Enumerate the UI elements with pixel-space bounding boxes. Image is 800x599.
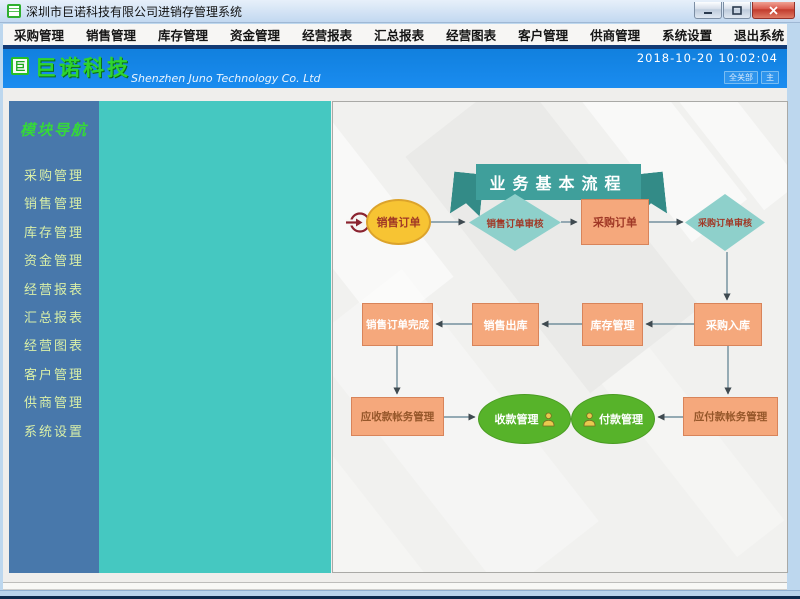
menu-suppliers[interactable]: 供商管理 xyxy=(590,28,641,43)
sidebar-item-inventory[interactable]: 库存管理 xyxy=(23,225,84,241)
flow-node-payment-mgmt: 付款管理 xyxy=(571,394,655,444)
menu-inventory[interactable]: 库存管理 xyxy=(158,28,209,43)
menu-summary-reports[interactable]: 汇总报表 xyxy=(374,28,425,43)
menu-customers[interactable]: 客户管理 xyxy=(518,28,569,43)
flow-node-receivables-mgmt: 应收款帐务管理 xyxy=(351,397,444,436)
flow-node-inventory-mgmt: 库存管理 xyxy=(582,303,643,346)
maximize-icon xyxy=(732,5,742,15)
menu-business-charts[interactable]: 经营图表 xyxy=(446,28,497,43)
menu-divider xyxy=(3,45,787,49)
content-area: 模块导航 采购管理 销售管理 库存管理 资金管理 经营报表 汇总报表 经营图表 … xyxy=(3,88,788,582)
window-bottom-border xyxy=(0,590,800,599)
menubar: 采购管理 销售管理 库存管理 资金管理 经营报表 汇总报表 经营图表 客户管理 … xyxy=(3,24,787,45)
menu-business-reports[interactable]: 经营报表 xyxy=(302,28,353,43)
logo-text: 巨诺科技 xyxy=(35,56,131,80)
sidebar-items: 采购管理 销售管理 库存管理 资金管理 经营报表 汇总报表 经营图表 客户管理 … xyxy=(9,163,99,447)
minimize-button[interactable] xyxy=(694,2,722,19)
payment-mgmt-label: 付款管理 xyxy=(599,413,643,426)
flow-node-sales-order: 销售订单 xyxy=(366,199,431,245)
person-icon xyxy=(542,412,554,426)
close-button[interactable] xyxy=(752,2,795,19)
menu-system-settings[interactable]: 系统设置 xyxy=(662,28,713,43)
flow-node-payables-mgmt: 应付款帐务管理 xyxy=(683,397,778,436)
flow-node-purchase-order: 采购订单 xyxy=(581,199,649,245)
header-band: 巨 巨诺科技 Shenzhen Juno Technology Co. Ltd … xyxy=(3,49,787,88)
banner-ribbon: 业务基本流程 xyxy=(476,164,641,200)
sidebar-item-customers[interactable]: 客户管理 xyxy=(23,367,84,383)
company-subtitle: Shenzhen Juno Technology Co. Ltd xyxy=(131,72,321,85)
titlebar: 深圳市巨诺科技有限公司进销存管理系统 xyxy=(0,0,800,23)
maximize-button[interactable] xyxy=(723,2,751,19)
status-bar xyxy=(3,582,787,590)
sidebar-item-business-reports[interactable]: 经营报表 xyxy=(23,282,84,298)
flow-node-sales-outbound: 销售出库 xyxy=(472,303,539,346)
sidebar-item-funds[interactable]: 资金管理 xyxy=(23,254,84,270)
flow-node-sales-order-complete: 销售订单完成 xyxy=(362,303,433,346)
sidebar-item-business-charts[interactable]: 经营图表 xyxy=(23,339,84,355)
header-badge-right[interactable]: 主 xyxy=(761,71,779,84)
sidebar-item-suppliers[interactable]: 供商管理 xyxy=(23,396,84,412)
flow-node-purchase-inbound: 采购入库 xyxy=(694,303,762,346)
person-icon xyxy=(583,412,596,426)
app-icon xyxy=(7,4,21,18)
window-controls xyxy=(693,2,795,19)
receipt-mgmt-label: 收款管理 xyxy=(494,413,539,426)
header-badge-left[interactable]: 全关部 xyxy=(724,71,758,84)
flowchart-panel: 业务基本流程 xyxy=(332,101,788,573)
teal-panel xyxy=(99,101,331,573)
close-icon xyxy=(769,5,778,15)
datetime-display: 2018-10-20 10:02:04 xyxy=(636,51,778,65)
sidebar-item-purchase[interactable]: 采购管理 xyxy=(23,169,84,184)
minimize-icon xyxy=(704,11,712,14)
sidebar: 模块导航 采购管理 销售管理 库存管理 资金管理 经营报表 汇总报表 经营图表 … xyxy=(9,101,99,573)
logo-icon: 巨 xyxy=(11,57,29,75)
menu-funds[interactable]: 资金管理 xyxy=(230,28,281,43)
menu-exit[interactable]: 退出系统 xyxy=(734,28,785,43)
flow-node-receipt-mgmt: 收款管理 xyxy=(478,394,571,444)
menu-purchase[interactable]: 采购管理 xyxy=(14,28,65,43)
header-badges: 全关部 主 xyxy=(724,71,779,84)
flow-connectors xyxy=(393,218,732,421)
window-title: 深圳市巨诺科技有限公司进销存管理系统 xyxy=(26,4,243,19)
sidebar-item-summary-reports[interactable]: 汇总报表 xyxy=(23,310,84,326)
menu-sales[interactable]: 销售管理 xyxy=(86,28,137,43)
sidebar-item-system-settings[interactable]: 系统设置 xyxy=(23,424,84,440)
sidebar-title: 模块导航 xyxy=(19,121,88,139)
banner-title: 业务基本流程 xyxy=(489,174,628,193)
sidebar-item-sales[interactable]: 销售管理 xyxy=(23,197,84,213)
